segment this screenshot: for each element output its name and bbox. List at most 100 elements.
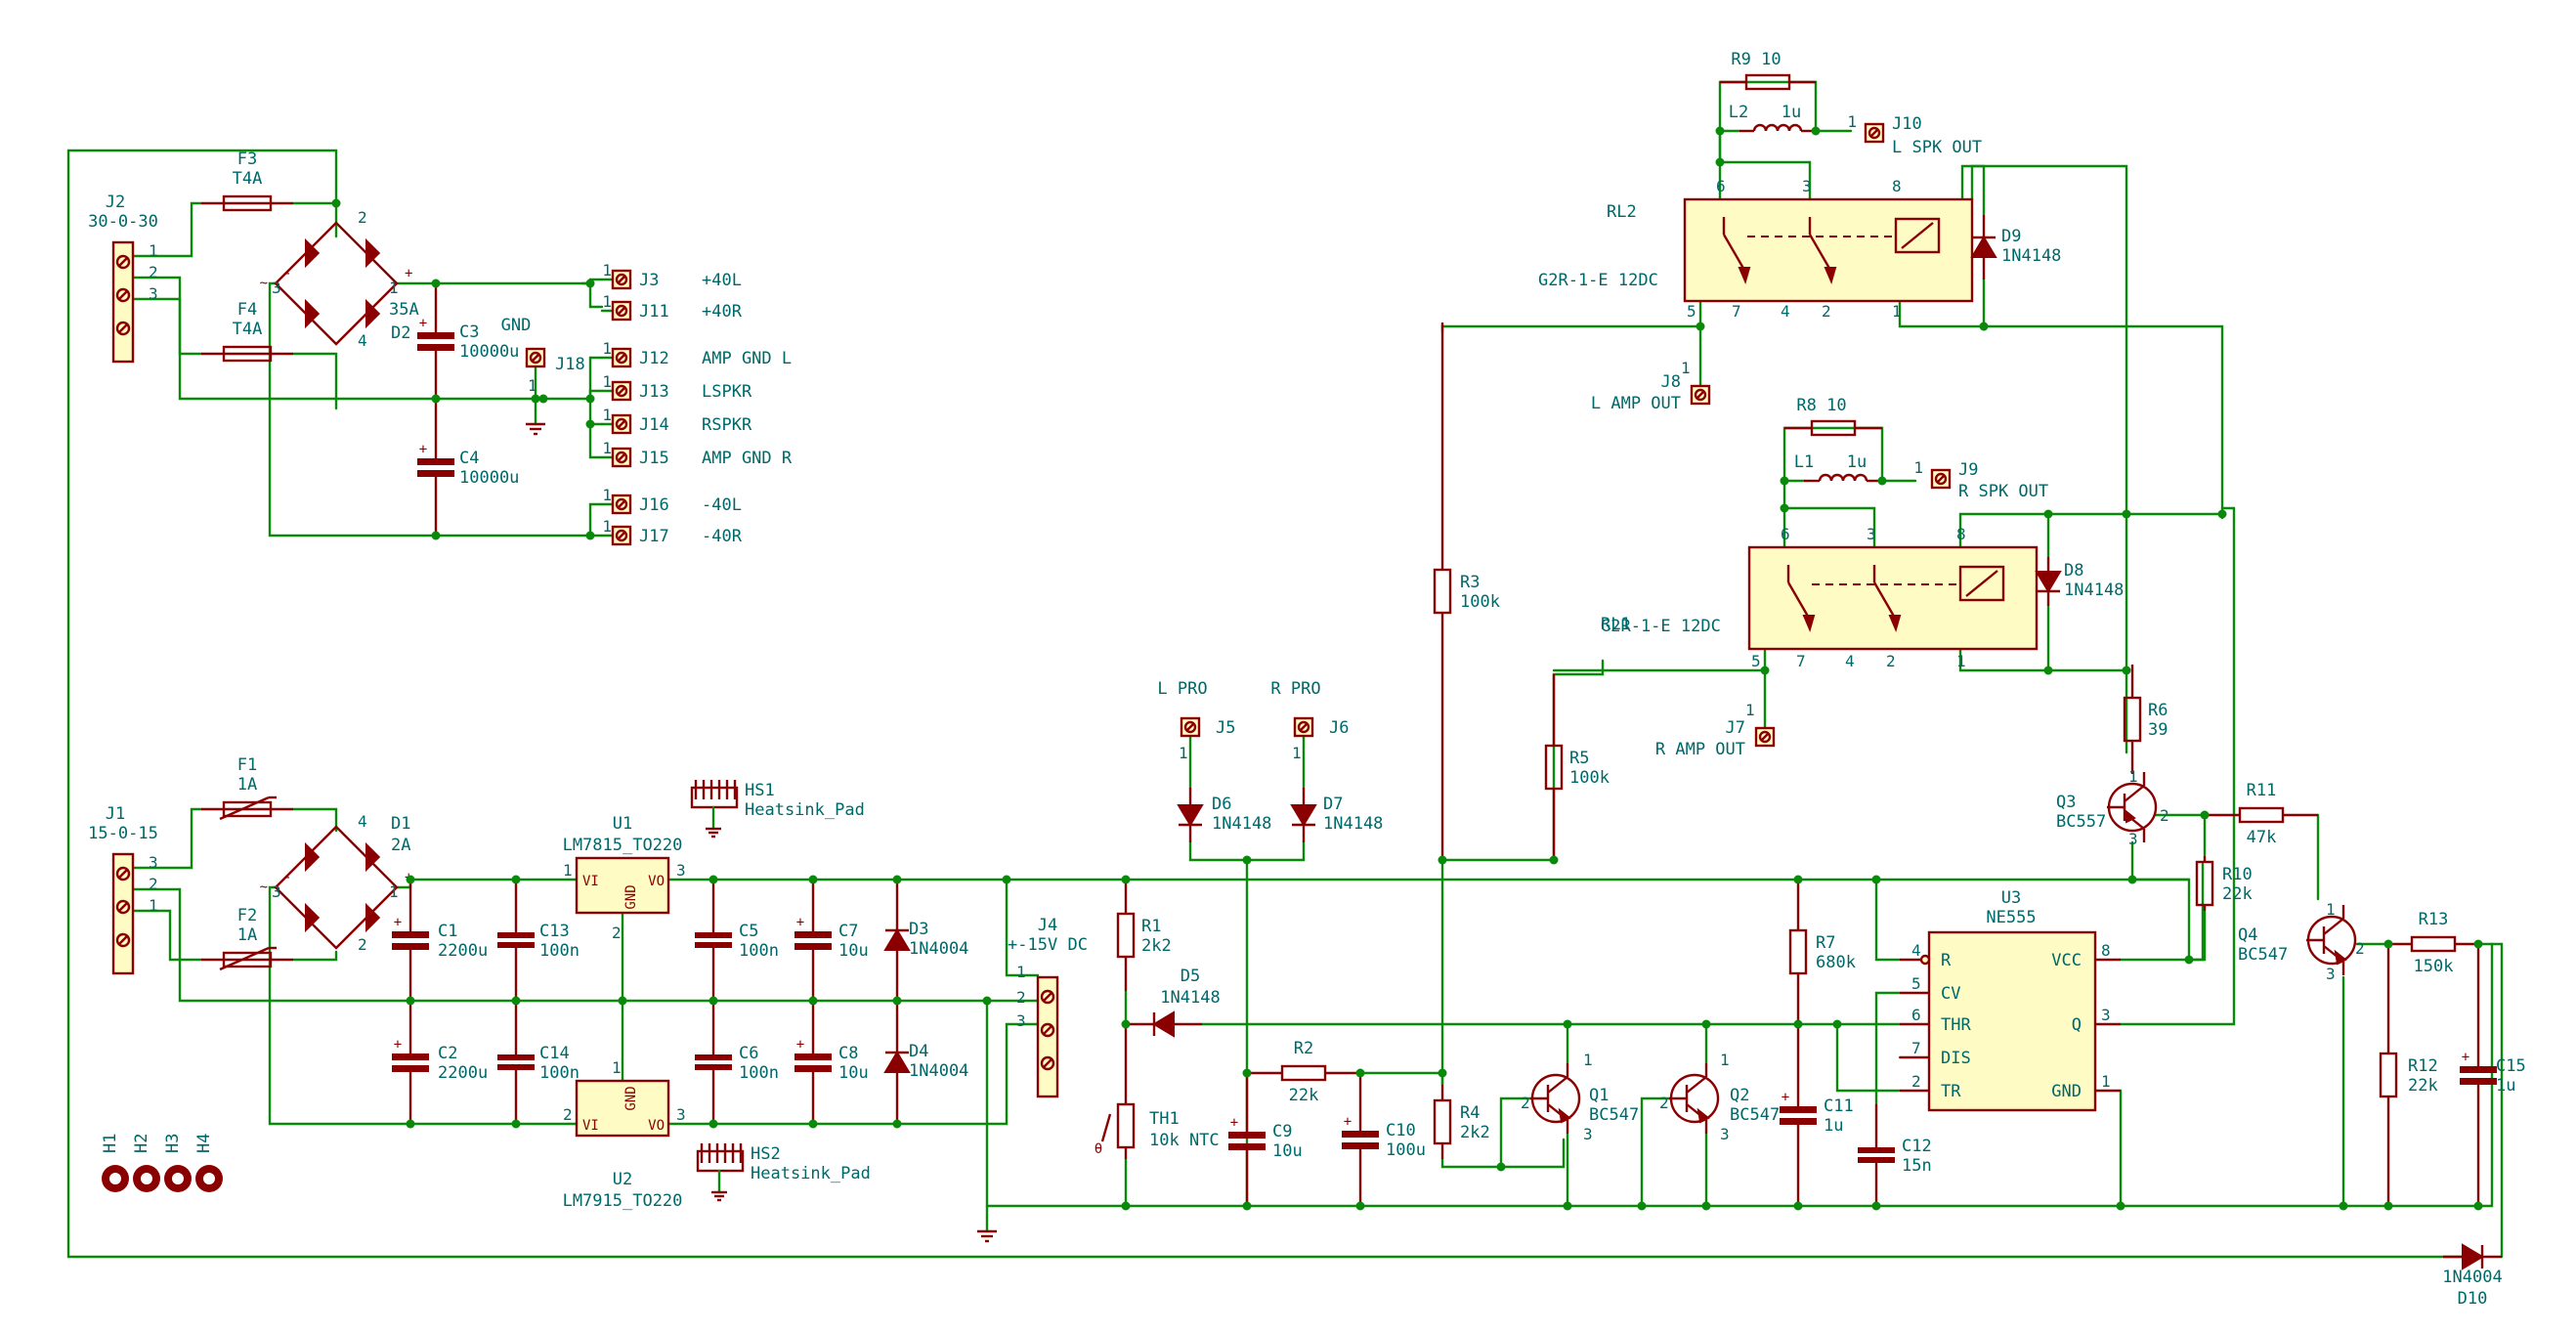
pin-label: VO <box>648 874 665 889</box>
connector-pin-icon <box>1183 720 1197 734</box>
pin-number: 4 <box>358 812 367 831</box>
cap-plate <box>1858 1147 1895 1153</box>
pin-label: TR <box>1941 1082 1961 1101</box>
junction-dot <box>708 996 718 1006</box>
ref-label: J15 <box>639 449 669 468</box>
q2-pins: 123 <box>1659 1051 1730 1143</box>
wire <box>1124 1157 2484 1208</box>
value-label: 1u <box>2496 1076 2515 1096</box>
timer-body <box>1927 930 2097 1112</box>
line <box>618 532 625 539</box>
connector-pin-icon <box>1694 388 1707 402</box>
value-label: NE555 <box>1986 908 2036 927</box>
pin-number: 4 <box>1911 941 1921 960</box>
junction-dot <box>1549 855 1559 865</box>
junction-dot <box>1355 1068 1365 1078</box>
ref-label: L1 <box>1794 452 1814 472</box>
pin-number: 1 <box>389 882 399 901</box>
connector-j5 <box>1180 716 1201 738</box>
diode-triangle <box>1152 1010 1175 1038</box>
plus-mark: + <box>419 442 427 457</box>
wire <box>588 422 604 459</box>
junction-dot <box>1780 476 1789 486</box>
resistor-r9: R9 10 <box>1720 50 1816 91</box>
resistor-body <box>1788 928 1808 975</box>
pin-label: GND <box>2051 1082 2082 1101</box>
value-label: +-15V DC <box>1008 935 1088 955</box>
junction-dot <box>2200 810 2210 820</box>
cap-plate <box>695 932 732 938</box>
screw-icon <box>1040 1022 1055 1038</box>
ref-label: D10 <box>2458 1289 2488 1309</box>
cap-plate-pos <box>392 1054 429 1060</box>
line <box>1808 234 1833 273</box>
resistor-body <box>1744 73 1791 91</box>
ref-label: R5 <box>1569 749 1589 768</box>
ref-label: J18 <box>555 355 585 374</box>
pin-number: 7 <box>1796 652 1806 670</box>
line <box>618 354 625 362</box>
value-label: 15n <box>1902 1156 1932 1176</box>
line <box>118 869 128 879</box>
diode-triangle <box>2462 1243 2484 1270</box>
connector-pin-icon <box>1934 472 1948 486</box>
junction-dot <box>1637 1201 1647 1211</box>
ref-label: R4 <box>1460 1103 1480 1123</box>
value-label: 22k <box>1289 1086 1319 1105</box>
relay-body <box>1683 197 1974 303</box>
line <box>1696 391 1704 399</box>
line <box>1043 1058 1052 1068</box>
cap-plate-pos <box>1228 1132 1266 1139</box>
wire <box>1499 1096 1532 1169</box>
wire <box>291 807 338 833</box>
pin-number: 1 <box>602 261 612 280</box>
line <box>118 290 128 300</box>
cap-plate <box>497 1064 535 1070</box>
line <box>1043 1025 1052 1035</box>
heatsink-icon <box>690 786 739 809</box>
emitter-arrow-icon <box>1696 1107 1710 1124</box>
junction-dot <box>531 394 540 404</box>
value-label: 100k <box>1569 768 1610 788</box>
pin-number: 2 <box>1886 652 1896 670</box>
pin-number: 3 <box>1720 1125 1730 1143</box>
junction-dot <box>1811 126 1821 136</box>
wire <box>131 297 545 401</box>
plus-mark: + <box>1782 1090 1789 1105</box>
cap-plate-pos <box>794 931 832 938</box>
pin-number: 6 <box>1911 1006 1921 1024</box>
value-label: 100k <box>1460 592 1500 612</box>
ref-label: C8 <box>838 1044 858 1063</box>
wire <box>1835 1022 1902 1093</box>
junction-dot <box>2127 875 2137 884</box>
junction-dot <box>1780 503 1789 513</box>
wire <box>895 878 1040 977</box>
pin-number: 1 <box>602 517 612 536</box>
line <box>118 323 128 333</box>
ref-label: Q2 <box>1730 1086 1749 1105</box>
ref-label: HS2 <box>751 1144 781 1164</box>
ref-label: Q1 <box>1589 1086 1609 1105</box>
pin-number: 3 <box>1867 525 1876 543</box>
pin-number: 7 <box>1732 302 1741 321</box>
junction-dot <box>1002 875 1011 884</box>
pin-number: 3 <box>676 861 686 880</box>
wire <box>1782 506 1876 549</box>
pin-label: GND <box>623 884 639 909</box>
diode-triangle <box>883 1051 911 1073</box>
hole-label: H3 <box>163 1134 183 1153</box>
relay-contact-icon <box>1738 267 1751 284</box>
emitter-arrow-icon <box>2123 807 2136 824</box>
junction-dot <box>892 875 902 884</box>
junction-dot <box>708 875 718 884</box>
pin-number: 7 <box>1911 1039 1921 1057</box>
value-label: 1N4004 <box>2442 1268 2502 1287</box>
diode-triangle <box>1177 804 1204 827</box>
value-label: 2A <box>391 836 410 855</box>
pin-number: 1 <box>1956 652 1966 670</box>
